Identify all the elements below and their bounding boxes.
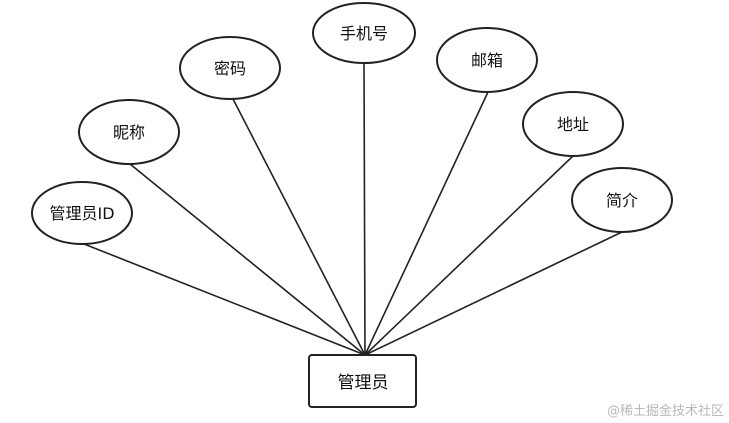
edge-phone xyxy=(363,61,366,356)
entity-admin: 管理员 xyxy=(308,354,417,408)
edge-email xyxy=(364,91,489,356)
attribute-label: 简介 xyxy=(606,191,638,210)
attribute-nickname: 昵称 xyxy=(78,99,180,165)
edge-admin-id xyxy=(83,243,366,356)
watermark: @稀土掘金技术社区 xyxy=(607,403,724,419)
attribute-label: 地址 xyxy=(557,115,589,134)
attribute-password: 密码 xyxy=(179,36,281,100)
attribute-admin-id: 管理员ID xyxy=(31,181,133,245)
attribute-label: 昵称 xyxy=(113,123,145,142)
attribute-label: 密码 xyxy=(214,59,246,78)
entity-label: 管理员 xyxy=(338,373,389,393)
attribute-label: 手机号 xyxy=(340,24,388,43)
attribute-intro: 简介 xyxy=(571,167,673,233)
edge-address xyxy=(364,155,574,356)
edge-intro xyxy=(364,231,623,356)
attribute-phone: 手机号 xyxy=(312,2,416,64)
attribute-email: 邮箱 xyxy=(436,27,538,93)
attribute-label: 邮箱 xyxy=(471,51,503,70)
attribute-label: 管理员ID xyxy=(49,204,114,223)
edge-nickname xyxy=(129,163,366,356)
attribute-address: 地址 xyxy=(522,91,624,157)
edge-password xyxy=(232,98,366,356)
edges xyxy=(83,61,623,356)
